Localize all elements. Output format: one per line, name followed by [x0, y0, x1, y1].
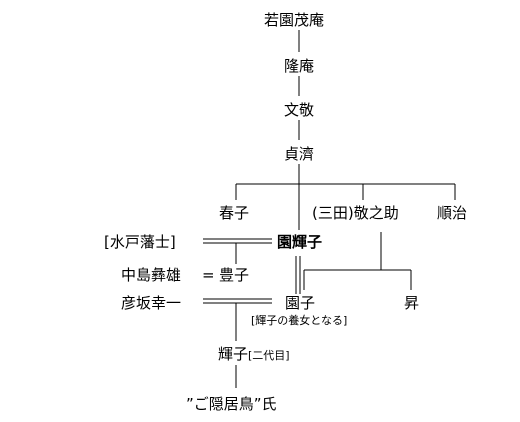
person-sonoko: 園子 — [285, 294, 316, 312]
marriage-equals: = — [202, 266, 215, 284]
person-keinosuke: (三田)敬之助 — [312, 204, 399, 222]
note-sonoko-adopted: [輝子の養女となる] — [251, 314, 348, 327]
person-kiko2-name: 輝子 — [218, 345, 249, 363]
person-kiko2: 輝子[二代目] — [218, 345, 290, 365]
person-kiko2-suffix: [二代目] — [248, 349, 290, 362]
person-toyoko: 豊子 — [219, 266, 250, 284]
person-junji: 順治 — [437, 204, 468, 222]
person-noboru: 昇 — [404, 294, 420, 312]
person-sonokiko: 園輝子 — [277, 233, 323, 251]
person-hikosaka: 彦坂幸一 — [121, 294, 182, 312]
person-bunkei: 文敬 — [284, 101, 315, 119]
person-haruko: 春子 — [219, 204, 250, 222]
person-nakajima: 中島彝雄 — [121, 266, 182, 284]
person-wakazono: 若園茂庵 — [264, 11, 325, 29]
person-goinkyo: ”ご隠居鳥”氏 — [186, 395, 277, 413]
person-teisai: 貞濟 — [284, 145, 315, 163]
person-mito: [水戸藩士] — [104, 233, 176, 251]
person-ryuan: 隆庵 — [284, 57, 315, 75]
